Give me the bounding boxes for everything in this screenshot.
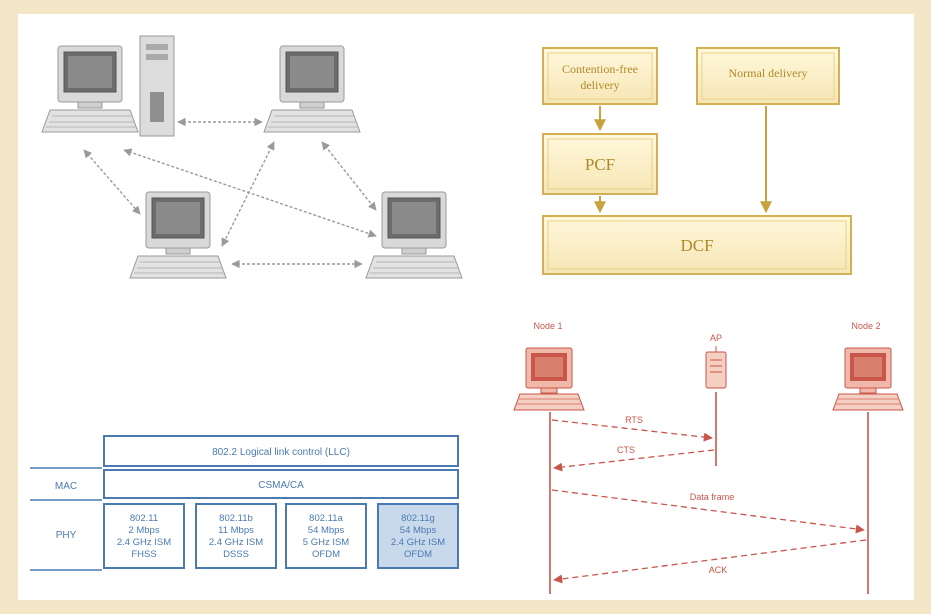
normal-delivery-label: Normal delivery xyxy=(729,66,808,80)
pcf-label: PCF xyxy=(585,155,615,174)
csma-label: CSMA/CA xyxy=(258,480,304,491)
computer-icon xyxy=(263,45,361,133)
phy-standard: 802.11 xyxy=(130,513,158,524)
ap-label: AP xyxy=(710,333,722,343)
computer-icon xyxy=(129,191,227,279)
node1-label: Node 1 xyxy=(533,321,562,331)
cts-label: CTS xyxy=(617,445,635,455)
rts-cts-sequence-diagram: Node 1 AP Node 2 RTS CTS Data frame ACK xyxy=(513,321,904,594)
data-frame-label: Data frame xyxy=(690,492,735,502)
contention-free-label-1: Contention-free xyxy=(562,62,638,76)
phy-box-80211b: 802.11b 11 Mbps 2.4 GHz ISM DSSS xyxy=(195,503,277,569)
csma-box: CSMA/CA xyxy=(103,469,459,499)
link-arrow xyxy=(83,149,141,215)
link-arrow xyxy=(321,141,377,211)
contention-free-box: Contention-free delivery xyxy=(542,47,658,105)
phy-band: 2.4 GHz ISM xyxy=(117,537,171,548)
pcf-box: PCF xyxy=(542,133,658,195)
node1-computer-icon xyxy=(513,347,585,411)
ack-arrow xyxy=(553,539,867,584)
phy-band: 2.4 GHz ISM xyxy=(209,537,263,548)
data-frame-arrow xyxy=(551,489,865,534)
dcf-label: DCF xyxy=(680,236,713,255)
ack-label: ACK xyxy=(709,565,728,575)
phy-modulation: DSSS xyxy=(223,549,249,560)
dcf-pcf-diagram: Contention-free delivery Normal delivery… xyxy=(542,47,852,275)
cts-arrow xyxy=(553,449,715,472)
mac-label: MAC xyxy=(55,481,77,492)
phy-rate: 54 Mbps xyxy=(400,525,437,536)
phy-modulation: FHSS xyxy=(131,549,156,560)
phy-standard: 802.11g xyxy=(401,513,435,524)
phy-standard: 802.11a xyxy=(309,513,343,524)
phy-band: 5 GHz ISM xyxy=(303,537,350,548)
phy-band: 2.4 GHz ISM xyxy=(391,537,445,548)
rts-arrow xyxy=(551,419,713,442)
computer-icon xyxy=(365,191,463,279)
phy-box-80211: 802.11 2 Mbps 2.4 GHz ISM FHSS xyxy=(103,503,185,569)
phy-standard: 802.11b xyxy=(219,513,253,524)
link-arrow xyxy=(221,141,275,247)
phy-rate: 54 Mbps xyxy=(308,525,345,536)
protocol-stack-diagram: 802.2 Logical link control (LLC) MAC CSM… xyxy=(30,435,459,571)
llc-label: 802.2 Logical link control (LLC) xyxy=(212,447,350,458)
node2-computer-icon xyxy=(832,347,904,411)
llc-box: 802.2 Logical link control (LLC) xyxy=(103,435,459,467)
dcf-box: DCF xyxy=(542,215,852,275)
phy-box-80211a: 802.11a 54 Mbps 5 GHz ISM OFDM xyxy=(285,503,367,569)
normal-delivery-box: Normal delivery xyxy=(696,47,840,105)
phy-modulation: OFDM xyxy=(312,549,340,560)
rts-label: RTS xyxy=(625,415,643,425)
node2-label: Node 2 xyxy=(851,321,880,331)
phy-modulation: OFDM xyxy=(404,549,432,560)
network-diagram xyxy=(41,35,463,279)
phy-rate: 2 Mbps xyxy=(128,525,159,536)
link-arrow xyxy=(123,148,377,238)
computer-icon xyxy=(41,45,139,133)
phy-rate: 11 Mbps xyxy=(218,525,254,536)
phy-label: PHY xyxy=(56,530,77,541)
phy-box-80211g: 802.11g 54 Mbps 2.4 GHz ISM OFDM xyxy=(377,503,459,569)
tower-computer-icon xyxy=(139,35,175,137)
contention-free-label-2: delivery xyxy=(580,78,619,92)
access-point-icon xyxy=(705,346,727,389)
